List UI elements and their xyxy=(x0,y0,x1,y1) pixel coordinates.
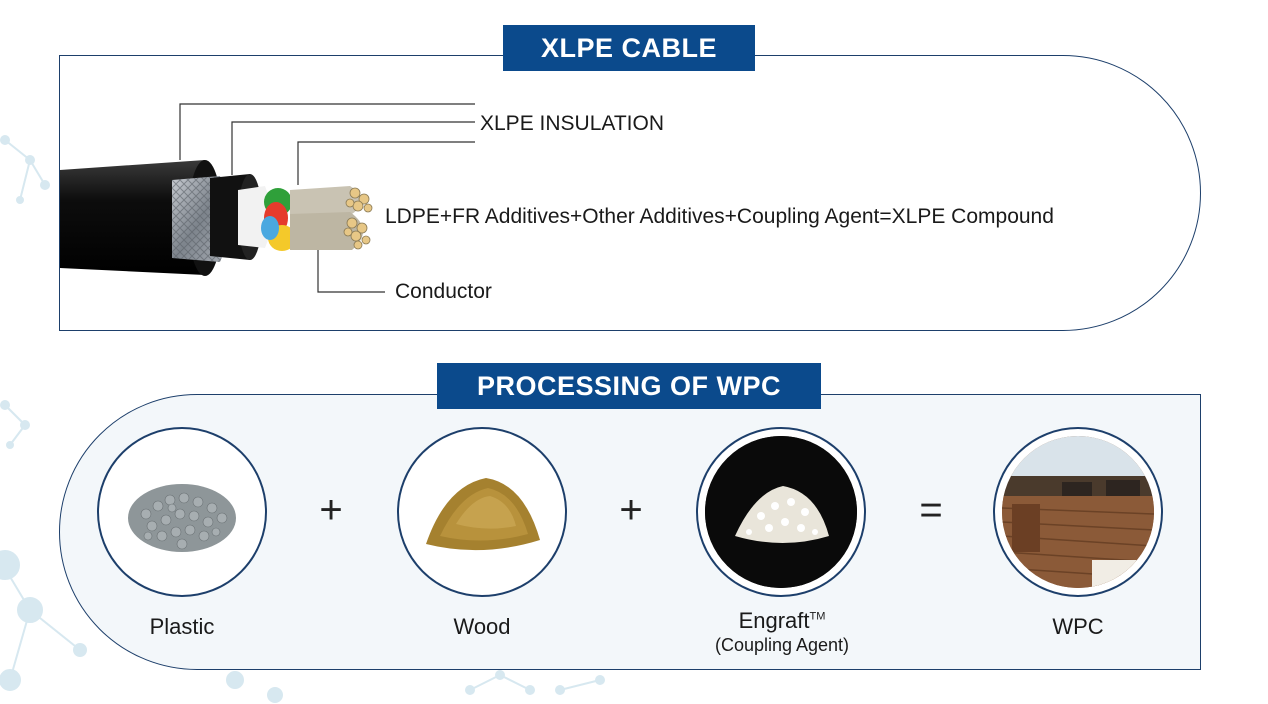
wood-label: Wood xyxy=(453,614,511,639)
plus-operator-1: + xyxy=(319,488,343,532)
xlpe-cable-title: XLPE CABLE xyxy=(503,25,755,71)
trademark-mark: TM xyxy=(809,610,826,623)
conductor-strands xyxy=(290,186,373,250)
xlpe-insulation-label: XLPE INSULATION xyxy=(480,112,664,135)
plastic-circle xyxy=(97,427,267,597)
conductor-label: Conductor xyxy=(395,280,492,303)
engraft-circle xyxy=(696,427,866,597)
wpc-deck-image xyxy=(1002,436,1154,588)
blue-core xyxy=(261,216,279,240)
wpc-processing-title: PROCESSING OF WPC xyxy=(437,363,821,409)
engraft-label: EngraftTM xyxy=(702,608,862,634)
plastic-pellets-image xyxy=(128,484,236,552)
plus-operator-2: + xyxy=(619,488,643,532)
engraft-name: Engraft xyxy=(738,608,810,633)
wood-powder-image xyxy=(426,478,540,551)
xlpe-compound-label: LDPE+FR Additives+Other Additives+Coupli… xyxy=(385,205,1054,228)
plastic-label: Plastic xyxy=(149,614,215,639)
wpc-label: WPC xyxy=(1052,614,1104,639)
wood-circle xyxy=(397,427,567,597)
equals-operator: = xyxy=(919,488,943,532)
wpc-circle xyxy=(993,427,1163,597)
coupling-agent-granules-image xyxy=(705,436,857,588)
coupling-agent-sublabel: (Coupling Agent) xyxy=(714,635,850,655)
